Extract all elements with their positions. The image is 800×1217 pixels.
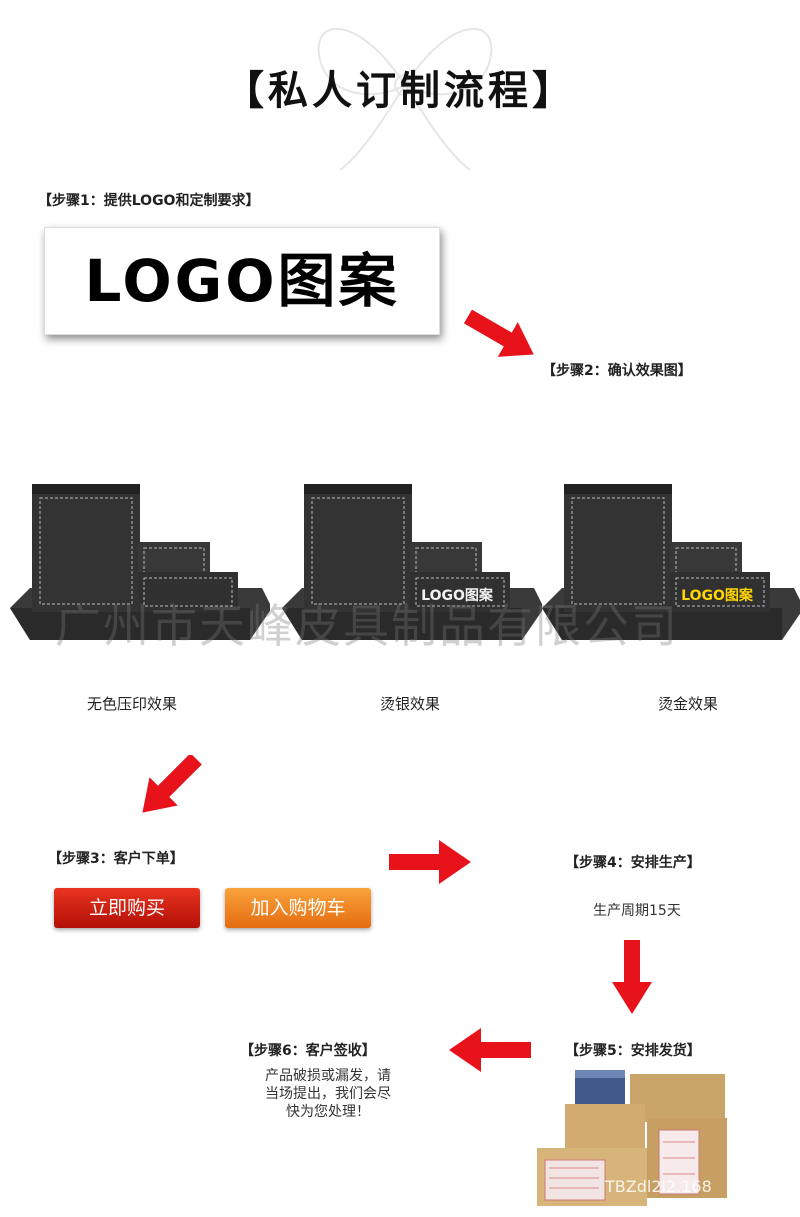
pen-holder-image-silver: LOGO图案 xyxy=(282,480,542,650)
step3-label: 【步骤3：客户下单】 xyxy=(48,848,184,868)
pen-holder-image-gold: LOGO图案 xyxy=(542,480,800,650)
buy-now-button[interactable]: 立即购买 xyxy=(54,888,200,928)
step1-label: 【步骤1：提供LOGO和定制要求】 xyxy=(38,190,259,210)
gold-logo-text: LOGO图案 xyxy=(681,587,754,604)
caption-blind-emboss: 无色压印效果 xyxy=(32,693,232,714)
step5-label: 【步骤5：安排发货】 xyxy=(565,1040,701,1060)
step4-label: 【步骤4：安排生产】 xyxy=(565,852,701,872)
delivery-note-line: 快为您处理！ xyxy=(238,1103,418,1121)
step6-label: 【步骤6：客户签收】 xyxy=(240,1040,376,1060)
production-period-text: 生产周期15天 xyxy=(593,900,681,920)
image-watermark-text: TBZdl2l2.168 xyxy=(604,1177,712,1196)
red-arrow-icon xyxy=(445,1020,535,1080)
page-title: 【私人订制流程】 xyxy=(0,58,800,116)
add-to-cart-button[interactable]: 加入购物车 xyxy=(225,888,371,928)
caption-silver: 烫银效果 xyxy=(310,693,510,714)
red-arrow-icon xyxy=(385,832,475,892)
red-arrow-icon xyxy=(125,755,215,815)
delivery-note-line: 产品破损或漏发，请 xyxy=(238,1067,418,1085)
caption-gold: 烫金效果 xyxy=(588,693,788,714)
red-arrow-icon xyxy=(455,305,545,365)
delivery-note: 产品破损或漏发，请 当场提出，我们会尽 快为您处理！ xyxy=(238,1067,418,1121)
delivery-note-line: 当场提出，我们会尽 xyxy=(238,1085,418,1103)
red-arrow-icon xyxy=(612,938,652,1018)
step2-label: 【步骤2：确认效果图】 xyxy=(542,360,692,380)
logo-placeholder-text: LOGO图案 xyxy=(45,228,439,334)
logo-card: LOGO图案 xyxy=(44,227,440,335)
silver-logo-text: LOGO图案 xyxy=(421,587,494,604)
pen-holder-image-blind-emboss xyxy=(10,480,270,650)
shipping-boxes-image: TBZdl2l2.168 xyxy=(535,1068,730,1208)
